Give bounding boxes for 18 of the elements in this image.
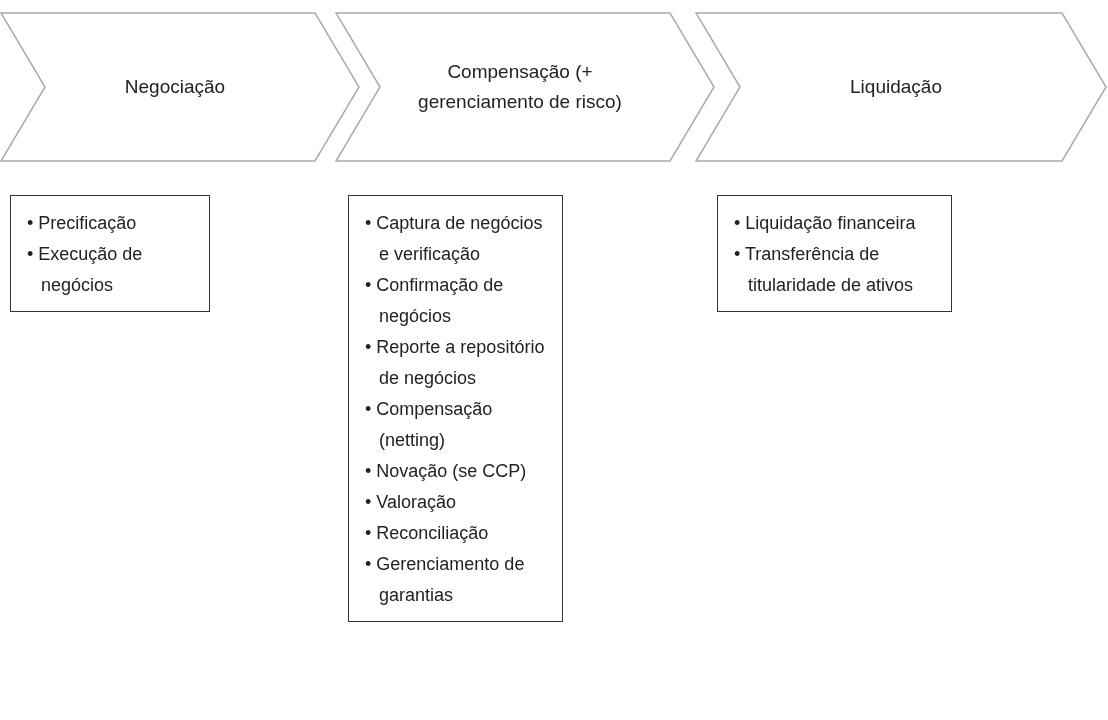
list-item: • Reporte a repositório de negócios: [364, 336, 546, 390]
list-item: • Captura de negócios e verificação: [364, 212, 544, 266]
list-item: • Precificação: [26, 212, 138, 235]
list-item: • Confirmação de negócios: [364, 274, 505, 328]
list-item: • Gerenciamento de garantias: [364, 553, 526, 607]
task-list-box: [348, 195, 563, 622]
stage-title: Compensação (+ gerenciamento de risco): [417, 60, 623, 114]
list-item: • Transferência de titularidade de ativos: [733, 243, 915, 297]
list-item: • Reconciliação: [364, 522, 490, 545]
stage-title: Negociação: [124, 75, 226, 99]
task-list-box: [717, 195, 952, 312]
list-item: • Valoração: [364, 491, 458, 514]
task-list-box: [10, 195, 210, 312]
list-item: • Compensação (netting): [364, 398, 494, 452]
list-item: • Execução de negócios: [26, 243, 144, 297]
list-item: • Novação (se CCP): [364, 460, 528, 483]
list-item: • Liquidação financeira: [733, 212, 917, 235]
stage-title: Liquidação: [850, 75, 942, 99]
